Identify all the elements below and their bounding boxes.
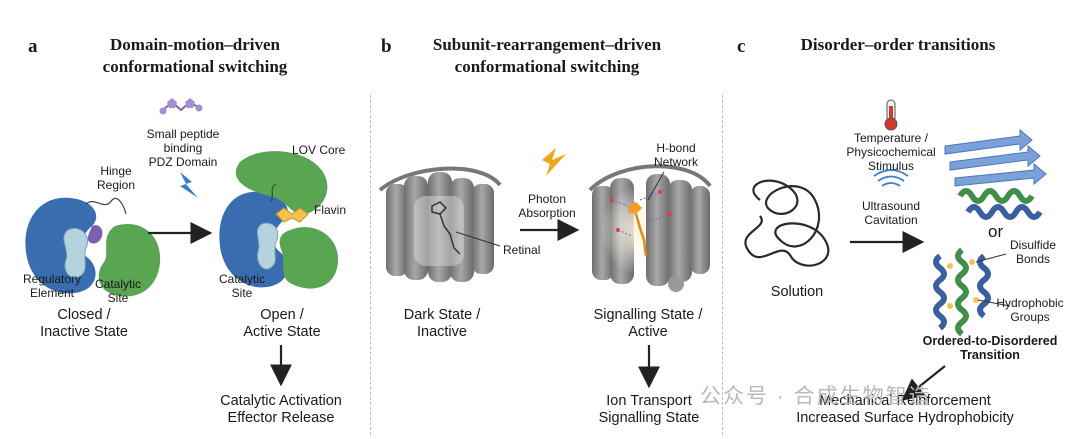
disordered-coil bbox=[744, 179, 830, 267]
disulfide-line2: Bonds bbox=[1015, 252, 1051, 266]
transition-line2: Transition bbox=[960, 348, 1020, 362]
panel-a-outcome-line1: Catalytic Activation bbox=[220, 393, 342, 409]
closed-line1: Closed / bbox=[57, 307, 111, 323]
signal-line1: Signalling State / bbox=[593, 307, 703, 323]
disulfide-line1: Disulfide bbox=[1009, 238, 1057, 252]
panel-a-title-line2: conformational switching bbox=[102, 57, 288, 76]
hydro-line1: Hydrophobic bbox=[996, 296, 1064, 310]
peptide-icon bbox=[159, 98, 203, 115]
transition-line1: Ordered-to-Disordered bbox=[922, 334, 1058, 348]
flavin-label: Flavin bbox=[314, 203, 347, 217]
panel-b-title: Subunit-rearrangement–driven conformatio… bbox=[402, 34, 692, 78]
panel-c-title: Disorder–order transitions bbox=[800, 35, 996, 54]
temp-line2: Physicochemical bbox=[846, 145, 936, 159]
hydrophobic-label: Hydrophobic Groups bbox=[990, 296, 1070, 324]
dark-state-label: Dark State / Inactive bbox=[382, 307, 502, 341]
catalytic-left-line1: Catalytic bbox=[94, 277, 141, 291]
signalling-state-helices bbox=[588, 164, 712, 292]
panel-c-outcome-line1: Mechanical Reinforcement bbox=[819, 393, 991, 409]
retinal-label: Retinal bbox=[503, 243, 541, 257]
open-state-protein bbox=[219, 151, 339, 289]
panel-c-letter: c bbox=[737, 36, 746, 57]
closed-state-label: Closed / Inactive State bbox=[24, 307, 144, 341]
open-line1: Open / bbox=[260, 307, 304, 323]
catalytic-site-left-label: Catalytic Site bbox=[88, 277, 148, 305]
photon-line1: Photon bbox=[527, 192, 567, 206]
divider-bc bbox=[722, 95, 723, 435]
panel-b-title-line2: conformational switching bbox=[454, 57, 640, 76]
lightning-icon bbox=[542, 148, 566, 176]
dark-line2: Inactive bbox=[417, 324, 467, 340]
signal-line2: Active bbox=[628, 324, 668, 340]
panel-a-outcome: Catalytic Activation Effector Release bbox=[196, 393, 366, 427]
ultra-line1: Ultrasound bbox=[861, 199, 921, 213]
watermark: 公众号 · 合成生物智造 bbox=[700, 385, 932, 408]
temp-line3: Stimulus bbox=[867, 159, 914, 173]
panel-c-outcome-line2: Increased Surface Hydrophobicity bbox=[796, 410, 1014, 426]
panel-b-outcome: Ion Transport Signalling State bbox=[574, 393, 724, 427]
panel-b-outcome-line2: Signalling State bbox=[598, 410, 700, 426]
panel-a-outcome-line2: Effector Release bbox=[227, 410, 335, 426]
catalytic-right-line2: Site bbox=[231, 286, 253, 300]
divider-ab bbox=[370, 95, 371, 435]
temperature-label: Temperature / Physicochemical Stimulus bbox=[842, 131, 940, 173]
disulfide-label: Disulfide Bonds bbox=[1002, 238, 1064, 266]
small-peptide-line3: PDZ Domain bbox=[148, 155, 218, 169]
hbond-line1: H-bond bbox=[656, 141, 696, 155]
panel-b-outcome-line1: Ion Transport bbox=[606, 393, 692, 409]
hbond-label: H-bond Network bbox=[646, 141, 706, 169]
or-label: or bbox=[988, 222, 1004, 241]
panel-b-title-line1: Subunit-rearrangement–driven bbox=[432, 35, 662, 54]
regulatory-line1: Regulatory bbox=[22, 272, 82, 286]
hydro-line2: Groups bbox=[1010, 310, 1050, 324]
hinge-line1: Hinge bbox=[100, 164, 132, 178]
panel-a-letter: a bbox=[28, 36, 38, 57]
lov-core-label: LOV Core bbox=[292, 143, 346, 157]
lightning-icon bbox=[180, 172, 198, 198]
hbond-line2: Network bbox=[653, 155, 698, 169]
helix-bundle bbox=[933, 247, 1011, 337]
small-peptide-line1: Small peptide bbox=[146, 127, 220, 141]
open-state-label: Open / Active State bbox=[222, 307, 342, 341]
transition-label: Ordered-to-Disordered Transition bbox=[912, 334, 1068, 362]
signalling-state-label: Signalling State / Active bbox=[578, 307, 718, 341]
regulatory-line2: Element bbox=[29, 286, 75, 300]
catalytic-right-line1: Catalytic bbox=[218, 272, 265, 286]
catalytic-site-right-label: Catalytic Site bbox=[212, 272, 272, 300]
solution-label: Solution bbox=[770, 284, 824, 300]
ultrasound-label: Ultrasound Cavitation bbox=[850, 199, 932, 227]
ultra-line2: Cavitation bbox=[864, 213, 918, 227]
regulatory-label: Regulatory Element bbox=[14, 272, 90, 300]
temp-line1: Temperature / bbox=[853, 131, 929, 145]
panel-a-title: Domain-motion–driven conformational swit… bbox=[70, 34, 320, 78]
closed-line2: Inactive State bbox=[40, 324, 128, 340]
closed-state-protein bbox=[25, 197, 161, 297]
photon-line2: Absorption bbox=[518, 206, 576, 220]
panel-b-letter: b bbox=[381, 36, 392, 57]
small-peptide-line2: binding bbox=[163, 141, 203, 155]
small-peptide-label: Small peptide binding PDZ Domain bbox=[128, 127, 238, 169]
panel-c-outcome: Mechanical Reinforcement Increased Surfa… bbox=[780, 393, 1030, 427]
hinge-label: Hinge Region bbox=[86, 164, 146, 192]
dark-state-helices bbox=[378, 166, 502, 282]
photon-absorption-label: Photon Absorption bbox=[512, 192, 582, 220]
open-line2: Active State bbox=[243, 324, 321, 340]
beta-sheet-helix bbox=[944, 128, 1047, 220]
hinge-line2: Region bbox=[96, 178, 136, 192]
ultrasound-icon bbox=[873, 169, 909, 187]
dark-line1: Dark State / bbox=[403, 307, 481, 323]
thermometer-icon bbox=[884, 99, 898, 131]
panel-a-title-line1: Domain-motion–driven bbox=[110, 35, 280, 54]
catalytic-left-line2: Site bbox=[107, 291, 129, 305]
